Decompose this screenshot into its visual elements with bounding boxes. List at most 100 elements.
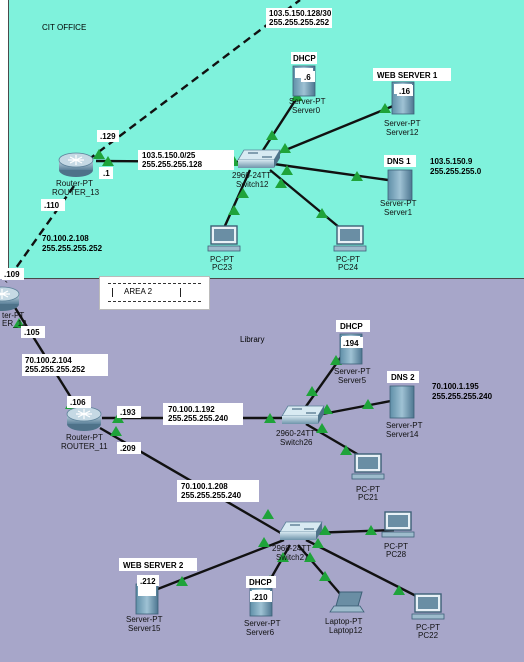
server6-type: Server-PT xyxy=(244,619,281,628)
server1-type: Server-PT xyxy=(380,199,417,208)
label-bg xyxy=(97,130,119,142)
area2-note[interactable]: AREA 2 xyxy=(99,276,210,310)
server12-tag: WEB SERVER 1 xyxy=(377,71,438,80)
r11-lan2-ip-label: .209 xyxy=(120,444,136,453)
server14-tag: DNS 2 xyxy=(391,373,415,382)
switch26-type: 2960-24TT xyxy=(276,429,315,438)
label-bg xyxy=(373,68,451,81)
label-bg xyxy=(384,155,416,167)
cable-switch12-pc24[interactable] xyxy=(269,169,341,229)
server14-type: Server-PT xyxy=(386,421,423,430)
link-r13-r12-mask-label: 255.255.255.252 xyxy=(42,244,103,253)
area-library-label: Library xyxy=(240,335,264,344)
area-cit-office xyxy=(8,0,524,279)
dns1-mask-label: 255.255.255.0 xyxy=(430,167,482,176)
server5-ip: .194 xyxy=(343,339,359,348)
pc-23[interactable] xyxy=(207,225,241,252)
server-14[interactable] xyxy=(389,385,415,419)
label-bg xyxy=(250,591,272,602)
dns2-ip-label: 70.100.1.195 xyxy=(432,382,479,391)
link-up-indicator xyxy=(228,205,240,215)
server-15[interactable] xyxy=(135,583,159,615)
link-up-indicator xyxy=(277,552,289,562)
pc-24[interactable] xyxy=(333,225,367,252)
server6-ip: .210 xyxy=(252,593,268,602)
dns2-mask-label: 255.255.255.240 xyxy=(432,392,493,401)
cable-switch12-server1[interactable] xyxy=(273,162,389,182)
link-up-indicator xyxy=(176,576,188,586)
cable-switch26-pc21[interactable] xyxy=(305,422,365,460)
note-dashed-line xyxy=(108,283,201,284)
r13-wan-ip-label: .129 xyxy=(100,132,116,141)
link-up-indicator xyxy=(365,525,377,535)
switch-26[interactable] xyxy=(281,405,325,424)
link-up-indicator xyxy=(379,103,391,113)
cable-switch12-pc23[interactable] xyxy=(222,169,252,229)
link-up-indicator xyxy=(13,318,25,328)
switch-27[interactable] xyxy=(279,521,323,540)
label-bg xyxy=(137,575,159,586)
link-r12-r11-mask-label: 255.255.255.252 xyxy=(25,365,86,374)
label-bg xyxy=(99,167,113,179)
link-up-indicator xyxy=(340,445,352,455)
link-up-indicator xyxy=(237,188,249,198)
server15-tag: WEB SERVER 2 xyxy=(123,561,184,570)
link-up-indicator xyxy=(316,423,328,433)
pc22-name: PC22 xyxy=(418,631,439,640)
link-up-indicator xyxy=(319,571,331,581)
link-up-indicator xyxy=(110,426,122,436)
link-up-indicator xyxy=(304,552,316,562)
switch12-type: 2960-24TT xyxy=(232,171,271,180)
server12-type: Server-PT xyxy=(384,119,421,128)
cable-switch27-server15[interactable] xyxy=(149,538,285,594)
server6-tag: DHCP xyxy=(249,578,272,587)
router-13[interactable] xyxy=(58,152,94,177)
router12-type: ter-PT xyxy=(2,311,24,320)
label-bg xyxy=(22,354,108,376)
server5-type: Server-PT xyxy=(334,367,371,376)
lan1-mask-label: 255.255.255.128 xyxy=(142,160,203,169)
pc28-name: PC28 xyxy=(386,550,407,559)
label-bg xyxy=(117,442,141,454)
link-up-indicator xyxy=(102,156,114,166)
wan-top-net-label: 103.5.150.128/30 xyxy=(269,9,332,18)
cable-wan-top[interactable] xyxy=(87,0,301,161)
router-11[interactable] xyxy=(66,406,102,431)
cable-switch27-pc22[interactable] xyxy=(305,538,425,602)
label-bg xyxy=(2,268,24,280)
switch-12[interactable] xyxy=(237,149,281,168)
r13-r12-ip-label: .110 xyxy=(44,201,60,210)
router11-type: Router-PT xyxy=(66,433,103,442)
labels: CIT OFFICE Library 103.5.150.128/30 255.… xyxy=(2,8,493,640)
server15-ip: .212 xyxy=(140,577,156,586)
server14-name: Server14 xyxy=(386,430,419,439)
pc-28[interactable] xyxy=(381,511,415,538)
server-1[interactable] xyxy=(387,169,413,201)
cable-switch12-server0[interactable] xyxy=(256,89,304,159)
r12-up-ip-label: .109 xyxy=(4,270,20,279)
cable-switch27-laptop12[interactable] xyxy=(297,544,343,597)
pc21-type: PC-PT xyxy=(356,485,380,494)
label-bg xyxy=(291,52,317,64)
link-up-indicator xyxy=(316,208,328,218)
link-up-indicator xyxy=(93,149,105,159)
server6-name: Server6 xyxy=(246,628,275,637)
pc21-name: PC21 xyxy=(358,493,379,502)
server15-type: Server-PT xyxy=(126,615,163,624)
pc-22[interactable] xyxy=(411,593,445,620)
link-r13-r12-net-label: 70.100.2.108 xyxy=(42,234,89,243)
dns1-ip-label: 103.5.150.9 xyxy=(430,157,473,166)
link-up-indicator xyxy=(319,525,331,535)
laptop-12[interactable] xyxy=(329,591,365,613)
lan3-mask-label: 255.255.255.240 xyxy=(181,491,242,500)
switch27-type: 2960-24TT xyxy=(272,544,311,553)
pc28-type: PC-PT xyxy=(384,542,408,551)
link-up-indicator xyxy=(275,178,287,188)
pc22-type: PC-PT xyxy=(416,623,440,632)
label-bg xyxy=(67,396,91,408)
router-12[interactable] xyxy=(0,286,20,311)
pc-21[interactable] xyxy=(351,453,385,480)
pc23-type: PC-PT xyxy=(210,255,234,264)
label-bg xyxy=(336,320,370,332)
